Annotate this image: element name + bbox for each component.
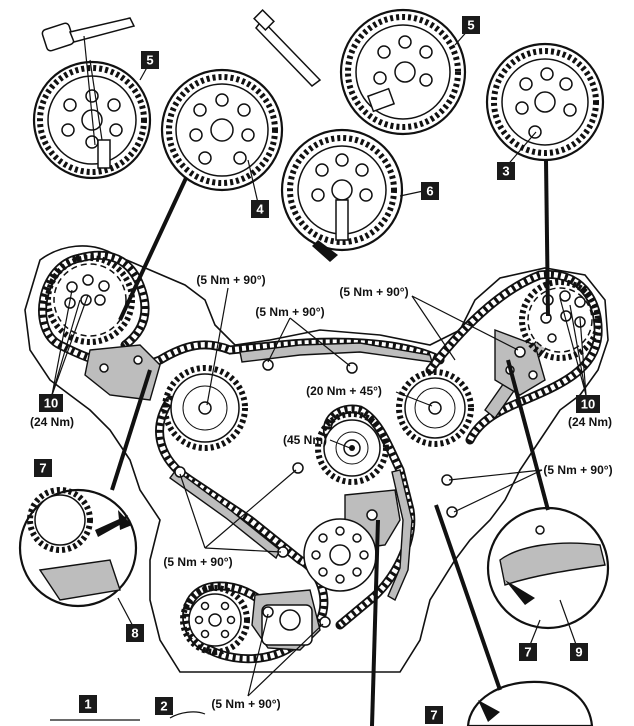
svg-text:6: 6 bbox=[426, 184, 433, 199]
inset-top-right-2 bbox=[485, 42, 605, 162]
svg-text:2: 2 bbox=[160, 699, 167, 714]
callout-9: 9 bbox=[570, 643, 588, 661]
callout-4: 4 bbox=[251, 200, 269, 218]
inset-top-right-1 bbox=[339, 8, 467, 136]
torque-left-cam: (24 Nm) bbox=[30, 415, 74, 429]
svg-text:3: 3 bbox=[502, 164, 509, 179]
upper-chain-guide bbox=[239, 342, 433, 363]
svg-text:10: 10 bbox=[581, 397, 595, 412]
bolt-tensioner-center bbox=[366, 509, 378, 521]
inset-middle-6 bbox=[280, 128, 404, 262]
torque-right-cam: (24 Nm) bbox=[568, 415, 612, 429]
bolt-guide-upper-left bbox=[262, 359, 274, 371]
lower-pulley bbox=[303, 518, 377, 592]
torque-crank: (45 Nm) bbox=[283, 433, 327, 447]
bolt-left-bracket-2 bbox=[133, 355, 143, 365]
callout-3: 3 bbox=[497, 162, 515, 180]
svg-text:4: 4 bbox=[256, 202, 264, 217]
bolt-tensioner-right-lower bbox=[446, 506, 458, 518]
left-camshaft-sprocket bbox=[45, 255, 135, 345]
callout-1: 1 bbox=[79, 695, 97, 713]
torque-guide-left-lower: (5 Nm + 90°) bbox=[163, 555, 232, 569]
torque-guide-right-top: (5 Nm + 90°) bbox=[339, 285, 408, 299]
bolt-right-bracket-2 bbox=[528, 370, 538, 380]
torque-idler-right: (20 Nm + 45°) bbox=[306, 384, 382, 398]
inset-bottom-right bbox=[466, 680, 594, 726]
bolt-left-guide-low bbox=[174, 466, 186, 478]
bolt-lower-left bbox=[262, 606, 274, 618]
callout-10a: 10 bbox=[39, 394, 63, 412]
callout-7b: 7 bbox=[519, 643, 537, 661]
callout-6: 6 bbox=[421, 182, 439, 200]
leader-lines bbox=[51, 27, 587, 726]
svg-text:5: 5 bbox=[146, 53, 153, 68]
crankshaft-sprocket bbox=[315, 411, 389, 485]
svg-text:10: 10 bbox=[44, 396, 58, 411]
tensioner-rail bbox=[387, 469, 413, 601]
left-intermediate-gear bbox=[162, 365, 248, 451]
svg-text:7: 7 bbox=[39, 461, 46, 476]
callout-10b: 10 bbox=[576, 395, 600, 413]
callout-5b: 5 bbox=[462, 16, 480, 34]
tool-top-right bbox=[253, 9, 322, 87]
callout-5a: 5 bbox=[141, 51, 159, 69]
inset-top-middle bbox=[160, 68, 284, 192]
callout-8: 8 bbox=[126, 624, 144, 642]
oil-pump-sprocket bbox=[180, 585, 250, 655]
tool-top-left bbox=[41, 17, 136, 146]
torque-idler-left: (5 Nm + 90°) bbox=[196, 273, 265, 287]
bolt-left-bracket-1 bbox=[99, 363, 109, 373]
torque-guide-upper: (5 Nm + 90°) bbox=[255, 305, 324, 319]
svg-text:1: 1 bbox=[84, 697, 91, 712]
balance-shaft-housing bbox=[261, 604, 313, 646]
callout-7a: 7 bbox=[34, 459, 52, 477]
inset-right-7-9 bbox=[486, 506, 610, 630]
bottom-left-parts bbox=[50, 711, 206, 721]
callout-7c: 7 bbox=[425, 706, 443, 724]
inset-left-7-8 bbox=[18, 487, 138, 608]
svg-text:8: 8 bbox=[131, 626, 138, 641]
svg-text:7: 7 bbox=[430, 708, 437, 723]
callout-2: 2 bbox=[155, 697, 173, 715]
right-intermediate-gear bbox=[396, 369, 474, 447]
svg-text:7: 7 bbox=[524, 645, 531, 660]
bolt-right-guide-top bbox=[514, 346, 526, 358]
torque-bottom: (5 Nm + 90°) bbox=[211, 697, 280, 711]
left-lower-guide bbox=[169, 469, 281, 560]
svg-text:5: 5 bbox=[467, 18, 474, 33]
torque-tensioner-right: (5 Nm + 90°) bbox=[543, 463, 612, 477]
svg-text:9: 9 bbox=[575, 645, 582, 660]
